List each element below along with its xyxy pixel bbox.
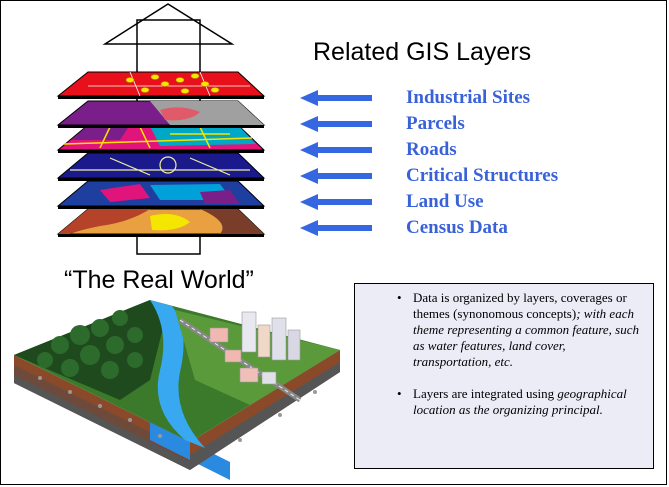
bullet-dot: •	[373, 386, 413, 418]
info-bullet-2: • Layers are integrated using geographic…	[373, 386, 643, 418]
bullet-2-text: Layers are integrated using	[413, 386, 557, 401]
info-box: • Data is organized by layers, coverages…	[354, 283, 654, 469]
info-bullet-1: • Data is organized by layers, coverages…	[373, 290, 643, 370]
bullet-dot: •	[373, 290, 413, 370]
